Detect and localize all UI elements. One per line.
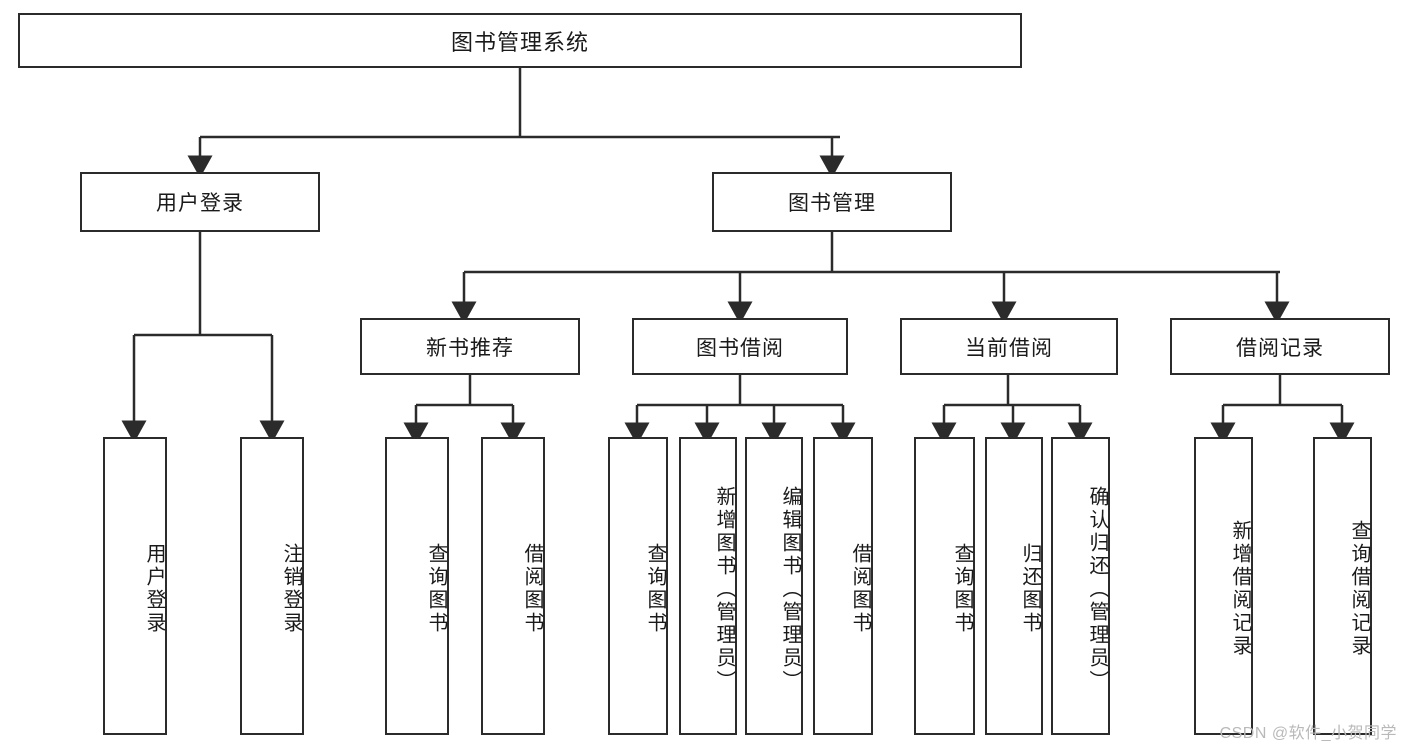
node-new-book-recommend[interactable]: 新书推荐 xyxy=(360,318,580,375)
node-label: 用户登录 xyxy=(143,543,165,635)
node-label: 查询图书 xyxy=(425,543,447,635)
node-user-login[interactable]: 用户登录 xyxy=(80,172,320,232)
leaf-add-book-admin[interactable]: 新增图书（管理员） xyxy=(679,437,737,735)
leaf-confirm-return-admin[interactable]: 确认归还（管理员） xyxy=(1051,437,1110,735)
leaf-edit-book-admin[interactable]: 编辑图书（管理员） xyxy=(745,437,803,735)
node-label: 图书借阅 xyxy=(696,336,784,360)
node-label: 当前借阅 xyxy=(965,336,1053,360)
node-label: 编辑图书（管理员） xyxy=(779,485,801,693)
leaf-user-logout[interactable]: 注销登录 xyxy=(240,437,304,735)
node-label: 借阅图书 xyxy=(521,543,543,635)
node-label: 新增借阅记录 xyxy=(1229,520,1251,658)
node-label: 新书推荐 xyxy=(426,336,514,360)
node-label: 归还图书 xyxy=(1019,543,1041,635)
node-label: 确认归还（管理员） xyxy=(1086,485,1108,693)
leaf-add-borrow-record[interactable]: 新增借阅记录 xyxy=(1194,437,1253,735)
leaf-query-book-borrow[interactable]: 查询图书 xyxy=(608,437,668,735)
node-label: 借阅图书 xyxy=(849,543,871,635)
leaf-query-book-recommend[interactable]: 查询图书 xyxy=(385,437,449,735)
node-borrow-record[interactable]: 借阅记录 xyxy=(1170,318,1390,375)
leaf-borrow-book-recommend[interactable]: 借阅图书 xyxy=(481,437,545,735)
node-label: 查询图书 xyxy=(951,543,973,635)
node-label: 查询图书 xyxy=(644,543,666,635)
node-current-borrow[interactable]: 当前借阅 xyxy=(900,318,1118,375)
leaf-user-login[interactable]: 用户登录 xyxy=(103,437,167,735)
node-book-management[interactable]: 图书管理 xyxy=(712,172,952,232)
watermark: CSDN @软件_小贺同学 xyxy=(1219,725,1397,742)
node-label: 用户登录 xyxy=(156,192,244,215)
node-root[interactable]: 图书管理系统 xyxy=(18,13,1022,68)
node-label: 新增图书（管理员） xyxy=(713,485,735,693)
leaf-query-borrow-record[interactable]: 查询借阅记录 xyxy=(1313,437,1372,735)
node-book-borrow[interactable]: 图书借阅 xyxy=(632,318,848,375)
leaf-return-book[interactable]: 归还图书 xyxy=(985,437,1043,735)
leaf-borrow-book[interactable]: 借阅图书 xyxy=(813,437,873,735)
node-label: 注销登录 xyxy=(280,543,302,635)
node-label: 借阅记录 xyxy=(1236,336,1324,360)
leaf-query-book-current[interactable]: 查询图书 xyxy=(914,437,975,735)
node-label: 图书管理 xyxy=(788,192,876,215)
node-label: 图书管理系统 xyxy=(450,29,589,55)
node-label: 查询借阅记录 xyxy=(1348,520,1370,658)
